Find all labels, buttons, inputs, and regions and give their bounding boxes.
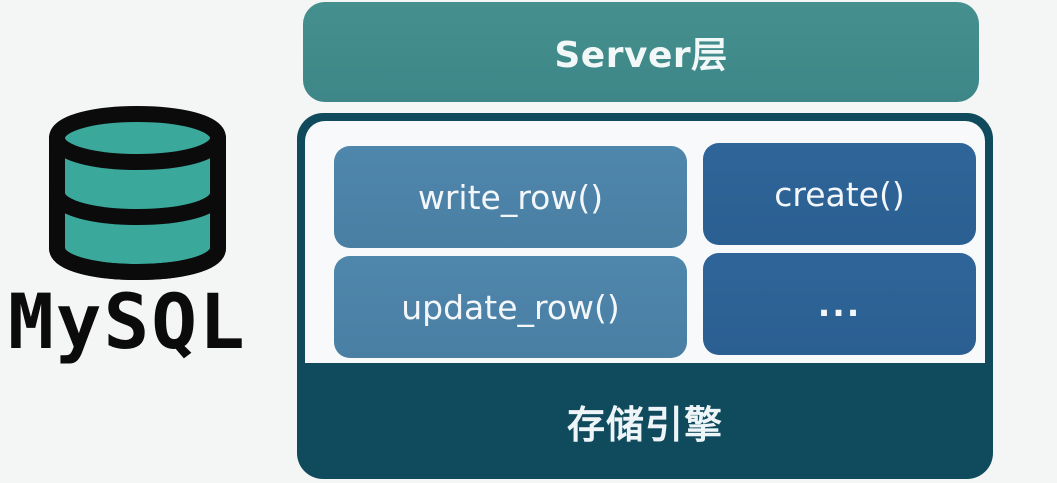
update-row-label: update_row() [401, 287, 620, 327]
server-layer: Server层 [303, 2, 979, 102]
storage-engine-label: 存储引擎 [566, 402, 723, 447]
more-functions-label: ... [817, 284, 862, 324]
storage-engine-layer: write_row() create() update_row() ... 存储… [297, 113, 993, 479]
write-row-function-box: write_row() [334, 146, 687, 248]
mysql-logo-text: MySQL [8, 277, 247, 366]
create-label: create() [774, 174, 905, 214]
write-row-label: write_row() [417, 177, 604, 217]
server-layer-label: Server层 [554, 35, 728, 76]
storage-engine-functions-panel: write_row() create() update_row() ... [305, 121, 985, 363]
more-functions-box: ... [703, 253, 976, 355]
create-function-box: create() [703, 143, 976, 245]
mysql-logo: MySQL [0, 0, 290, 483]
update-row-function-box: update_row() [334, 256, 687, 358]
database-icon [45, 98, 230, 288]
